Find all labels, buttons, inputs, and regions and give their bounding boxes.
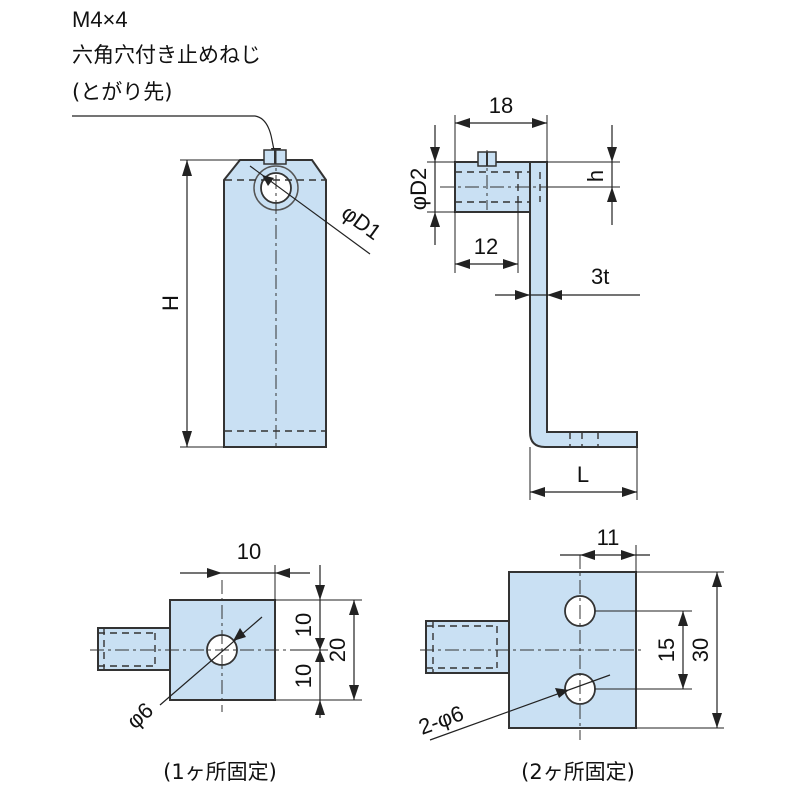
screw-callout: M4×4 六角穴付き止めねじ (とがり先) [72,7,281,163]
dim12-arrow-l [455,259,470,269]
s-hole-leader [159,616,263,706]
d1-label: φD1 [337,200,386,245]
h-arrow-top [182,160,192,176]
dimL-label: L [577,462,589,487]
h-small-arrow-top [607,147,617,162]
d-hole-arrow [555,688,569,698]
s-right-arrow-mid-2 [315,650,325,662]
d-30-arrow-bottom [712,713,722,728]
d2-arrow-bottom [430,212,440,227]
s-total-arrow-bottom [349,685,359,700]
callout-line-3: (とがり先) [72,80,172,104]
d-15-arrow-bottom [678,674,688,689]
dim18-label: 18 [489,93,513,118]
d2-arrow-top [430,147,440,162]
d1-arrow [262,175,274,186]
d2-label: φD2 [406,168,431,210]
h-small-arrow-bottom [607,187,617,202]
double-caption: (2ヶ所固定) [521,760,635,784]
s-upper-label: 10 [291,613,316,637]
side-view: 18 φD2 h 12 3t L [406,93,640,500]
single-fix-view: 10 10 10 20 φ6 (1ヶ所固定) [90,539,362,784]
d-top-arrow-r [621,550,636,560]
s-hole-label: φ6 [122,697,158,733]
dimL-arrow-l [530,487,545,497]
d-15-label: 15 [654,638,679,662]
h-small-label: h [583,170,608,182]
d-30-arrow-top [712,572,722,587]
dim3t-label: 3t [591,264,609,289]
d-top-arrow-l [580,550,595,560]
s-total-arrow-top [349,600,359,615]
s-top-label: 10 [237,539,261,564]
dim3t-arrow-r [547,290,562,300]
d-30-label: 30 [688,638,713,662]
dimL-arrow-r [622,487,637,497]
d-hole-label: 2-φ6 [415,700,467,739]
d-hole-leader [429,674,611,741]
d-15-arrow-top [678,611,688,626]
h-arrow-bottom [182,431,192,447]
h-label: H [158,295,183,311]
s-top-arrow-r [275,568,290,578]
dim18-arrow-l [455,118,470,128]
s-top-arrow-l [207,568,222,578]
front-view: H φD1 [158,149,386,448]
s-right-arrow-mid-1 [315,638,325,650]
s-hole-arrow [233,628,246,641]
dim18-arrow-r [532,118,547,128]
single-caption: (1ヶ所固定) [163,760,277,784]
callout-line-1: M4×4 [72,7,128,32]
front-plate [223,159,327,448]
double-fix-view: 11 15 30 2-φ6 (2ヶ所固定) [415,525,724,784]
double-shaft [425,620,510,674]
side-bracket [529,161,638,448]
dim12-label: 12 [474,234,498,259]
s-total-label: 20 [325,638,350,662]
s-right-arrow-top [315,585,325,600]
d-top-label: 11 [597,525,620,550]
dim12-arrow-r [503,259,518,269]
s-right-arrow-bottom [315,700,325,715]
s-lower-label: 10 [291,664,316,688]
dim3t-arrow-l [515,290,530,300]
callout-line-2: 六角穴付き止めねじ [72,43,261,67]
callout-leader [72,115,277,161]
single-shaft [97,627,171,671]
